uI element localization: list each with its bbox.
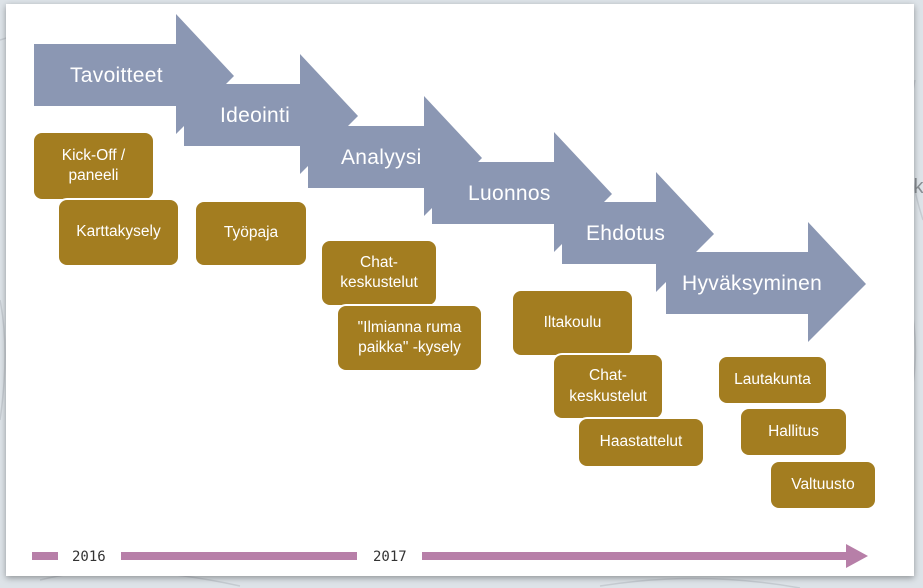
activity-box-hallitus: Hallitus [741, 409, 846, 455]
phase-label: Hyväksyminen [682, 272, 823, 295]
phase-label: Ehdotus [586, 222, 666, 245]
year-label-2016: 2016 [72, 549, 106, 565]
phase-label: Ideointi [220, 104, 291, 127]
activity-box-karttakysely: Karttakysely [59, 200, 178, 265]
activity-box-chat-keskustelut-2: Chat- keskustelut [554, 355, 662, 418]
activity-box-iltakoulu: Iltakoulu [513, 291, 632, 355]
timeline-segment-2016 [32, 552, 58, 560]
activity-box-chat-keskustelut-1: Chat- keskustelut [322, 241, 436, 305]
phase-label: Luonnos [468, 182, 551, 205]
activity-box-kick-off: Kick-Off / paneeli [34, 133, 153, 199]
activity-box-tyopaja: Työpaja [196, 202, 306, 265]
activity-box-haastattelut: Haastattelut [579, 419, 703, 466]
arrow-shape [666, 222, 866, 342]
phase-label: Analyysi [341, 146, 422, 169]
phase-label: Tavoitteet [70, 64, 163, 87]
slide: Tavoitteet Ideointi Analyysi Luonnos Ehd… [6, 4, 914, 576]
timeline-arrow [422, 544, 868, 568]
year-label-2017: 2017 [373, 549, 407, 565]
timeline-segment-mid [121, 552, 357, 560]
activity-box-valtuusto: Valtuusto [771, 462, 875, 508]
activity-box-ilmianna-kysely: "Ilmianna ruma paikka" -kysely [338, 306, 481, 370]
activity-box-lautakunta: Lautakunta [719, 357, 826, 403]
